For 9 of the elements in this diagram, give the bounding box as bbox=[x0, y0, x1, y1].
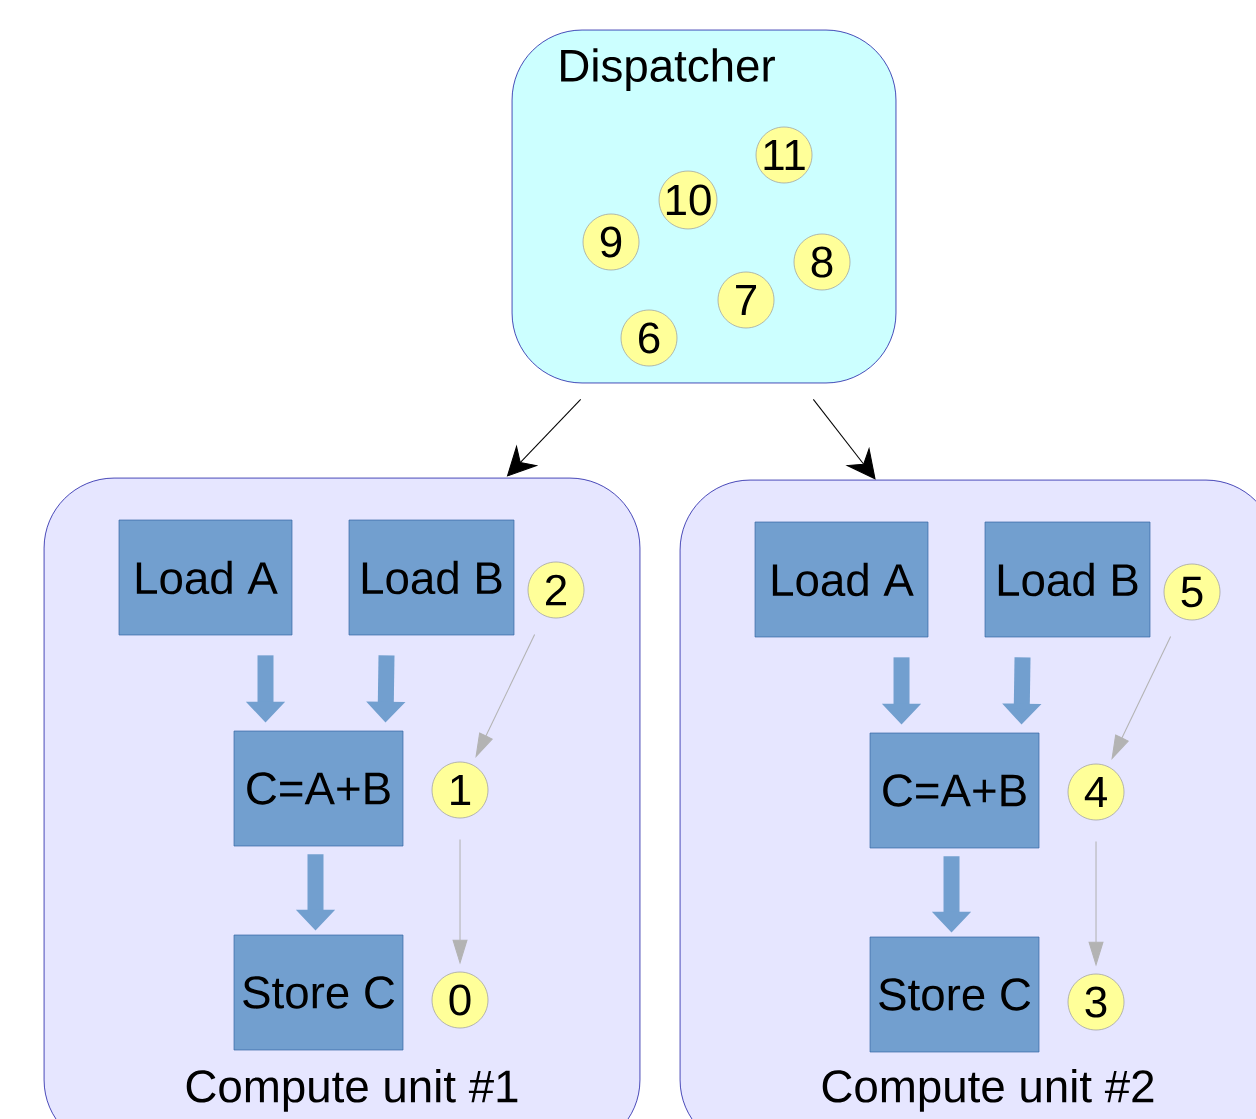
process-box: Load B bbox=[984, 521, 1151, 638]
process-box: Load A bbox=[118, 519, 293, 636]
process-box: Store C bbox=[233, 934, 404, 1051]
process-box: Load B bbox=[348, 519, 515, 636]
process-box: C=A+B bbox=[233, 730, 404, 847]
process-box: C=A+B bbox=[869, 732, 1040, 849]
arrow bbox=[812, 398, 876, 480]
process-box: Load A bbox=[754, 521, 929, 638]
process-box: Store C bbox=[869, 936, 1040, 1053]
